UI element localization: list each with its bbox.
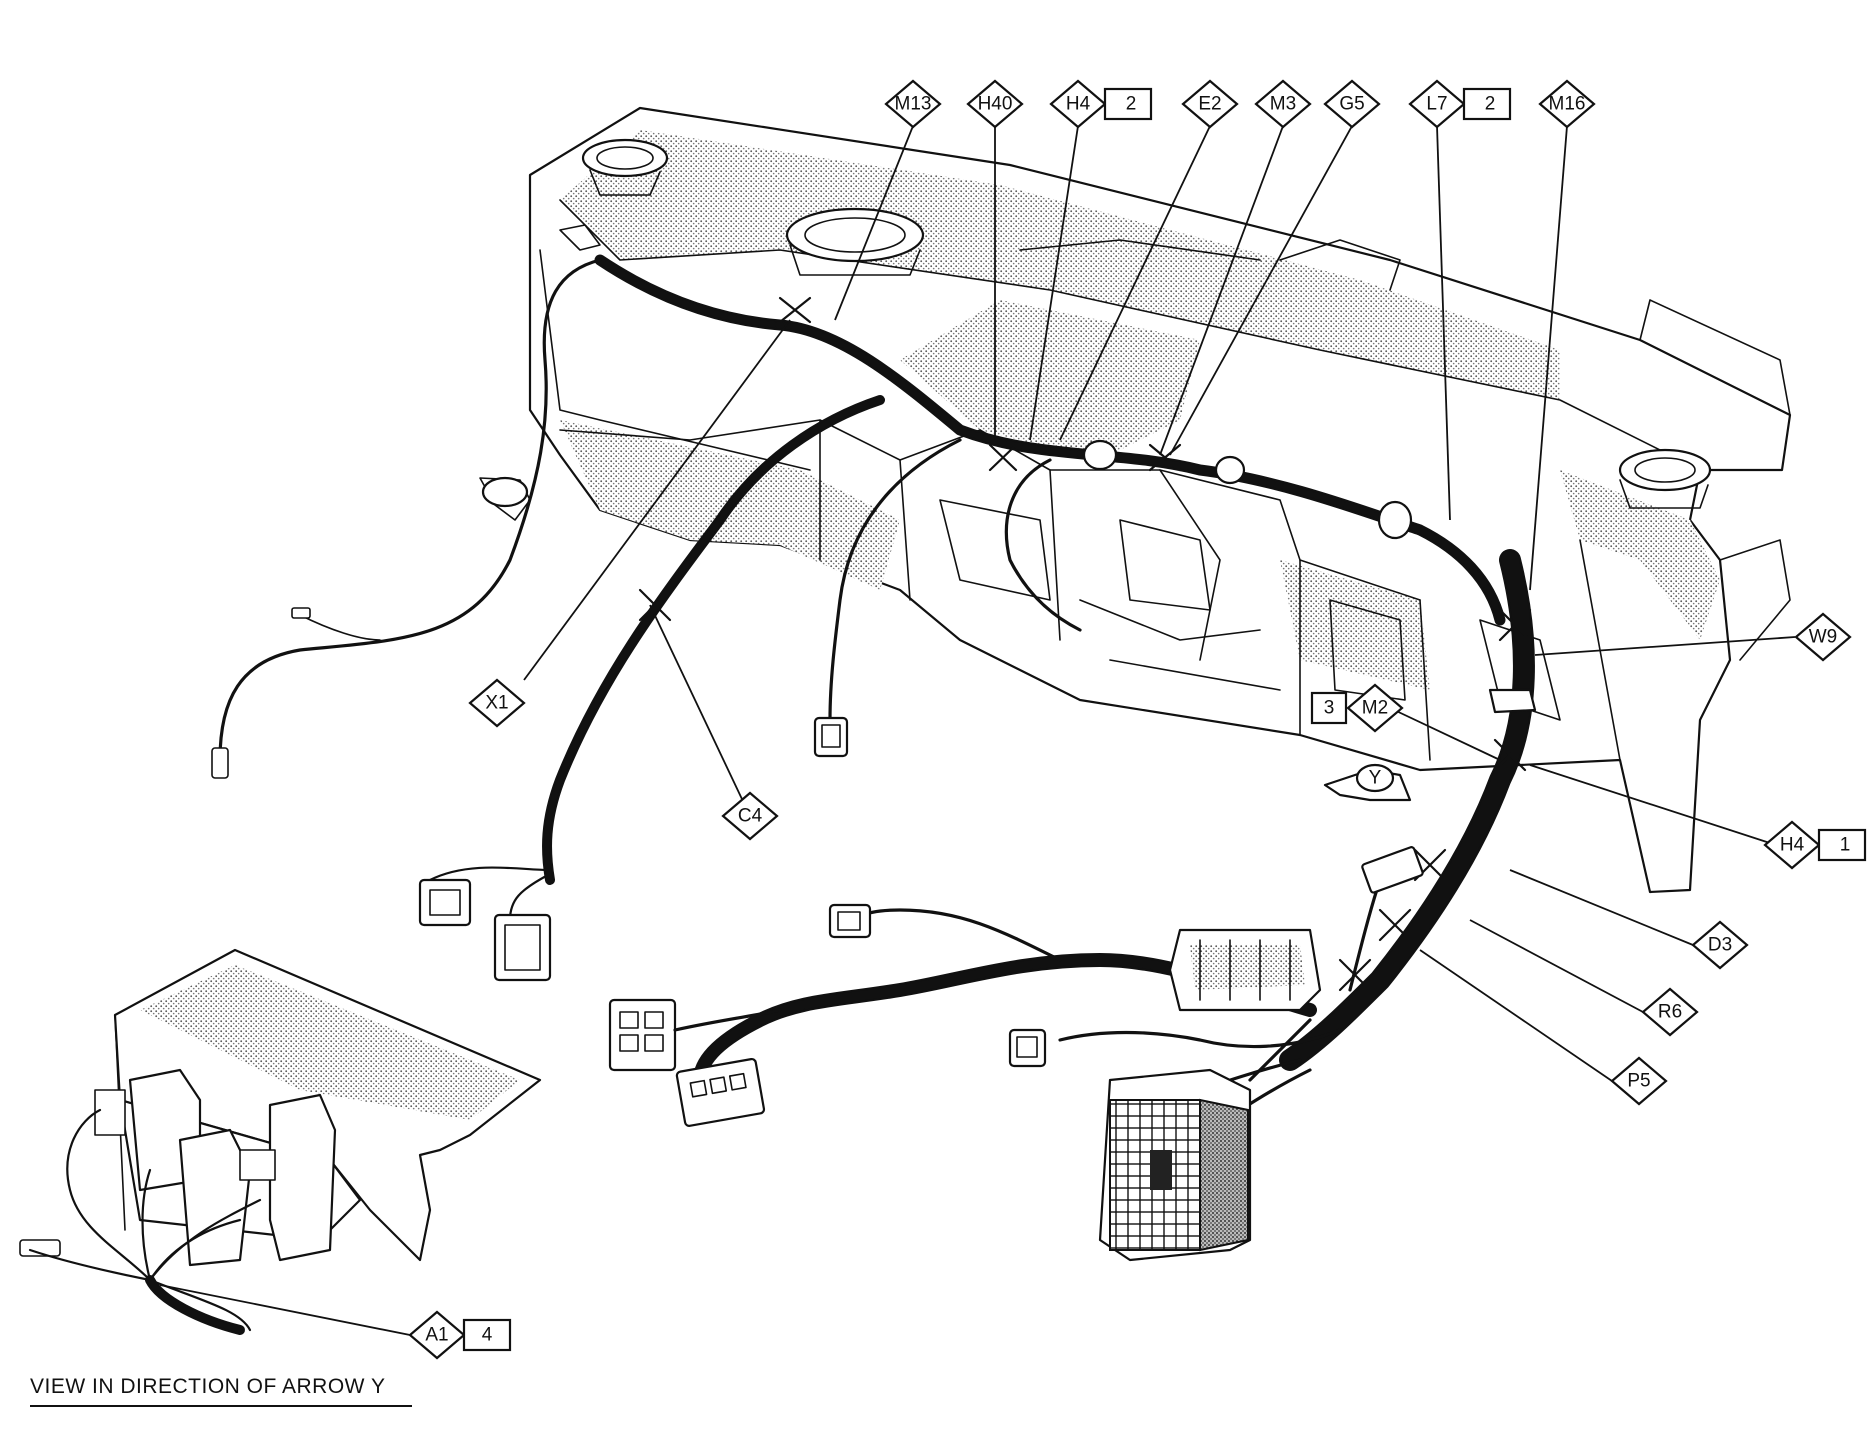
svg-text:2: 2 xyxy=(1126,94,1137,115)
svg-text:D3: D3 xyxy=(1708,935,1732,956)
callout-g5: G5 xyxy=(1323,79,1381,129)
callout-m3: M3 xyxy=(1254,79,1312,129)
callout-h40: H40 xyxy=(966,79,1024,129)
svg-text:2: 2 xyxy=(1485,94,1496,115)
svg-text:L7: L7 xyxy=(1426,94,1447,115)
connector-center xyxy=(813,716,849,758)
dashboard-housing xyxy=(479,106,1792,894)
callout-m16: M16 xyxy=(1538,79,1596,129)
connector-large-multipin xyxy=(1098,1058,1312,1262)
connector-block-6way xyxy=(608,998,782,1127)
svg-text:H4: H4 xyxy=(1780,835,1805,856)
callout-m2-3: 3 M2 xyxy=(1310,683,1404,733)
callout-p5: P5 xyxy=(1610,1056,1668,1106)
view-caption: VIEW IN DIRECTION OF ARROW Y xyxy=(30,1375,386,1398)
callout-x1: X1 xyxy=(468,678,526,728)
svg-text:W9: W9 xyxy=(1809,627,1838,648)
svg-text:X1: X1 xyxy=(485,693,508,714)
callout-w9: W9 xyxy=(1794,612,1852,662)
svg-text:R6: R6 xyxy=(1658,1002,1682,1023)
svg-text:1: 1 xyxy=(1840,835,1851,856)
callout-tags: M13 H40 H4 2 E2 M3 G5 L7 2 xyxy=(408,79,1867,1360)
svg-text:H4: H4 xyxy=(1066,94,1091,115)
callout-e2: E2 xyxy=(1181,79,1239,129)
inset-view-y xyxy=(19,948,542,1335)
svg-text:M13: M13 xyxy=(895,94,932,115)
callout-m13: M13 xyxy=(884,79,942,129)
svg-text:P5: P5 xyxy=(1627,1071,1650,1092)
svg-text:M16: M16 xyxy=(1549,94,1586,115)
arrow-y: Y xyxy=(1323,763,1412,802)
connector-left-r6 xyxy=(828,903,872,939)
callout-c4: C4 xyxy=(721,791,779,841)
svg-text:E2: E2 xyxy=(1198,94,1221,115)
svg-text:H40: H40 xyxy=(978,94,1013,115)
svg-text:A1: A1 xyxy=(425,1325,448,1346)
callout-h4-1: H4 1 xyxy=(1763,820,1867,870)
callout-h4-2: H4 2 xyxy=(1049,79,1153,129)
callout-l7-2: L7 2 xyxy=(1408,79,1512,129)
svg-text:4: 4 xyxy=(482,1325,493,1346)
connector-relay-cluster xyxy=(1168,928,1322,1012)
callout-r6: R6 xyxy=(1641,987,1699,1037)
connector-top-d3 xyxy=(1361,846,1424,894)
leader-lines xyxy=(159,125,1796,1336)
svg-text:3: 3 xyxy=(1324,698,1335,719)
callout-d3: D3 xyxy=(1691,920,1749,970)
caption-underline xyxy=(30,1405,412,1407)
connector-small-p5 xyxy=(1008,1028,1047,1068)
arrow-y-label: Y xyxy=(1369,768,1382,789)
svg-text:M3: M3 xyxy=(1270,94,1296,115)
connector-x1-pair xyxy=(418,866,552,982)
svg-text:C4: C4 xyxy=(738,806,763,827)
svg-text:G5: G5 xyxy=(1339,94,1364,115)
callout-a1-4: A1 4 xyxy=(408,1310,512,1360)
svg-text:M2: M2 xyxy=(1362,698,1388,719)
